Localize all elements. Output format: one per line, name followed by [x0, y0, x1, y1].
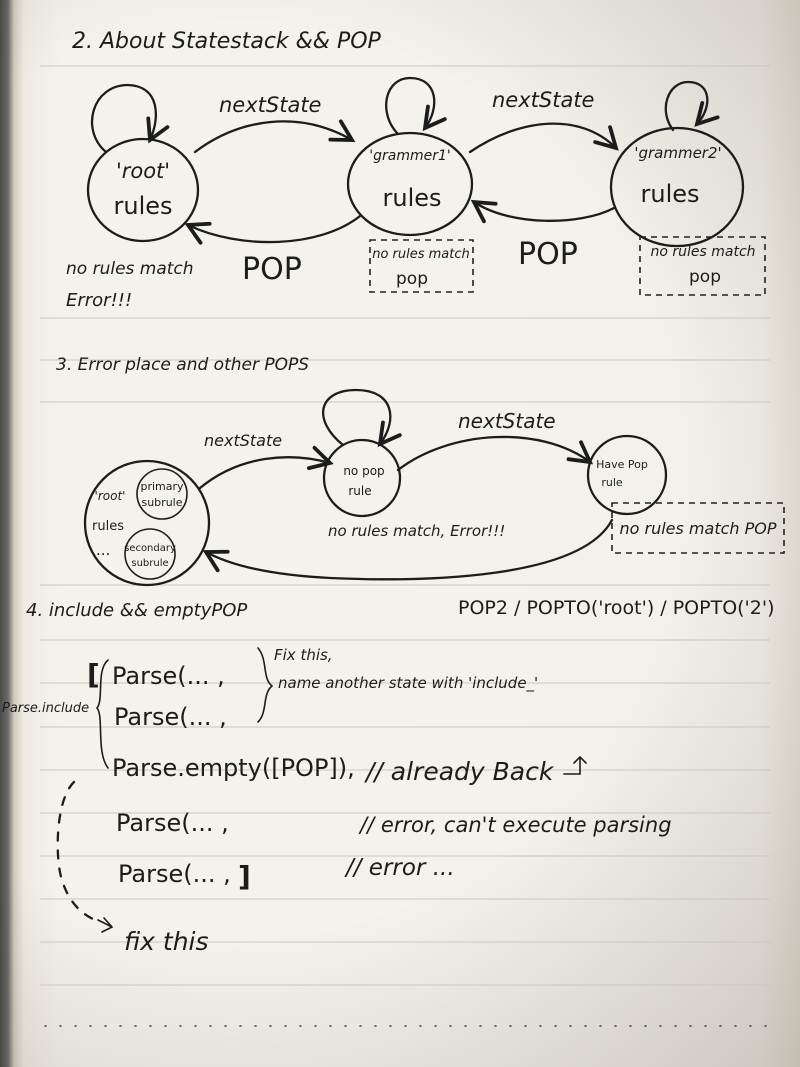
- comment-error2: // error ...: [344, 855, 455, 881]
- state-body: rules: [113, 192, 172, 220]
- state-name: 'root': [116, 159, 170, 183]
- secondary-line2: subrule: [131, 558, 168, 569]
- state-name: 'grammer2': [634, 144, 721, 162]
- open-bracket: [: [87, 658, 100, 691]
- up-arrow-mark: [563, 755, 587, 775]
- code-line-1: Parse(... ,: [112, 662, 225, 690]
- note-fix-line1: Fix this,: [274, 646, 333, 664]
- state-body: rules: [382, 184, 441, 212]
- code-line-4: Parse(... ,: [116, 809, 229, 837]
- self-loop-arrow: [322, 388, 402, 448]
- nopop-line2: rule: [348, 484, 371, 498]
- state-no-pop-rule: no pop rule: [322, 388, 402, 518]
- no-match-pop-box-1: no rules match pop: [369, 239, 474, 293]
- root-label-line2: rules: [92, 519, 124, 534]
- side-label: Parse.include: [2, 701, 89, 716]
- secondary-line1: secondary: [124, 543, 176, 554]
- comment-back: // already Back: [364, 757, 555, 786]
- note-fix-line2: name another state with 'include_': [278, 674, 538, 693]
- box1-line2: pop: [396, 269, 428, 289]
- section3-heading: 3. Error place and other POPS: [56, 355, 309, 375]
- state-root-with-subrules: 'root' rules ... primary subrule seconda…: [83, 459, 211, 587]
- nextstate-label-1: nextState: [219, 93, 321, 117]
- self-loop-arrow: [385, 76, 447, 135]
- nextstate-label-2: nextState: [492, 88, 594, 112]
- s3-nextstate-arrow-1: [198, 445, 334, 490]
- pop-label-1: POP: [242, 252, 302, 287]
- primary-subrule: primary subrule: [136, 468, 188, 520]
- nopop-error: no rules match, Error!!!: [328, 522, 505, 540]
- self-loop-arrow: [664, 80, 720, 132]
- s3-nextstate-arrow-2: [396, 435, 594, 472]
- state-grammer2: 'grammer2' rules: [609, 80, 745, 248]
- state-body: rules: [640, 180, 699, 208]
- state-grammer1: 'grammer1' rules: [346, 76, 474, 237]
- code-line-5: Parse(... ,: [118, 860, 231, 888]
- havepop-line1: Have Pop: [596, 458, 648, 471]
- no-match-pop-box-2: no rules match pop: [639, 236, 766, 296]
- box1-line1: no rules match: [372, 247, 470, 262]
- s3-nextstate-label-1: nextState: [204, 431, 282, 450]
- state-name: 'grammer1': [369, 148, 450, 164]
- right-brace: [257, 647, 274, 723]
- close-bracket: ]: [238, 860, 251, 893]
- root-dots: ...: [96, 541, 110, 559]
- pop-arrow-2: [470, 199, 616, 224]
- secondary-subrule: secondary subrule: [124, 528, 176, 580]
- pop-label-2: POP: [518, 237, 578, 272]
- code-line-3: Parse.empty([POP]),: [112, 754, 355, 782]
- box2-line1: no rules match: [650, 244, 755, 260]
- self-loop-arrow: [90, 83, 170, 154]
- pop-arrow-1: [184, 214, 362, 245]
- left-dashed-brace: [56, 780, 102, 924]
- nextstate-arrow-1: [193, 119, 356, 154]
- state-root: 'root' rules: [86, 83, 200, 243]
- s3-return-arrow: [202, 518, 614, 581]
- box2-line2: pop: [689, 267, 721, 287]
- ruled-lines: [40, 65, 771, 1027]
- s3-return-label: POP2 / POPTO('root') / POPTO('2'): [458, 597, 775, 619]
- fix-this: fix this: [124, 927, 209, 956]
- section4-heading: 4. include && emptyPOP: [26, 600, 247, 621]
- comment-error1: // error, can't execute parsing: [358, 813, 672, 837]
- s3-nextstate-label-2: nextState: [458, 409, 556, 433]
- havepop-no-match-box: no rules match POP: [611, 502, 785, 554]
- root-note-line1: no rules match: [66, 259, 194, 279]
- state-have-pop-rule: Have Pop rule: [586, 434, 668, 516]
- code-line-2: Parse(... ,: [114, 703, 227, 731]
- havepop-box-text: no rules match POP: [619, 519, 776, 538]
- left-brace: [95, 659, 109, 769]
- section2-heading: 2. About Statestack && POP: [72, 29, 382, 54]
- fix-arrow: [97, 917, 114, 933]
- nextstate-arrow-2: [468, 122, 619, 154]
- primary-line1: primary: [140, 480, 184, 493]
- root-note-line2: Error!!!: [66, 290, 132, 311]
- root-label-line1: 'root': [95, 489, 126, 503]
- havepop-line2: rule: [601, 476, 623, 489]
- primary-line2: subrule: [141, 496, 182, 509]
- nopop-line1: no pop: [343, 464, 384, 478]
